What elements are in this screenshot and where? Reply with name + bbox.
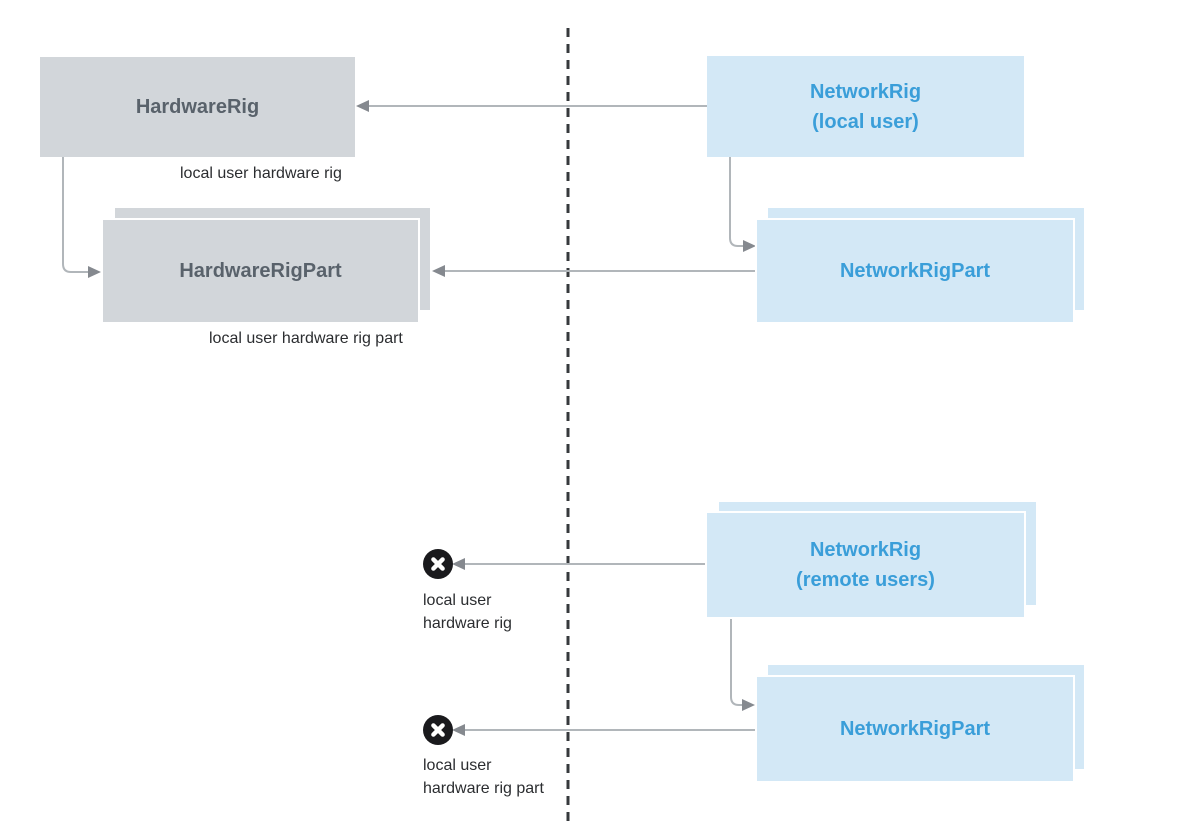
blocked-hardware-rig-label: local user hardware rig (423, 589, 512, 635)
hardware-rig-title: HardwareRig (135, 96, 260, 118)
connector-networkrig-to-networkrigpart (729, 157, 756, 252)
hardware-rig-caption: local user hardware rig (180, 165, 342, 182)
blocked-hardware-rig-part-label-line2: hardware rig part (423, 780, 544, 797)
network-rig-part-bottom-stack: NetworkRigPart (757, 665, 1085, 781)
arrowhead-right-icon (88, 266, 101, 278)
x-glyph-icon (431, 557, 445, 571)
network-rig-remote-title-line1: NetworkRig (809, 539, 922, 561)
arrowhead-left-icon (452, 558, 465, 570)
x-circle-icon (423, 715, 453, 745)
x-glyph-icon (431, 723, 445, 737)
hardware-rig-part-box: HardwareRigPart (103, 220, 418, 322)
blocked-hardware-rig-label-line1: local user (423, 592, 492, 609)
network-rig-remote-stack: NetworkRig (remote users) (707, 502, 1037, 617)
network-rig-part-bottom-title: NetworkRigPart (839, 718, 991, 740)
connector-networkrigpart-to-hardwarerigpart (432, 265, 757, 277)
connector-hardwarerig-to-hardwarerigpart (62, 157, 101, 278)
blocked-hardware-rig-part-label-line1: local user (423, 757, 492, 774)
x-circle-icon (423, 549, 453, 579)
connector-remote-networkrigpart-to-blocked (452, 724, 757, 736)
connector-remote-networkrig-to-networkrigpart (730, 617, 755, 711)
network-rig-remote-title-line2: (remote users) (796, 569, 935, 591)
network-rig-local-title: NetworkRig (local user) (810, 77, 921, 137)
connector-networkrig-to-hardwarerig (356, 100, 707, 112)
network-rig-remote-title: NetworkRig (remote users) (796, 535, 935, 595)
hardware-rig-part-stack: HardwareRigPart (103, 208, 432, 324)
network-rig-part-top-title: NetworkRigPart (839, 260, 991, 282)
arrowhead-left-icon (452, 724, 465, 736)
arrowhead-left-icon (432, 265, 445, 277)
hardware-rig-box: HardwareRig (40, 57, 355, 157)
network-rig-local-title-line1: NetworkRig (809, 80, 922, 103)
connector-remote-networkrig-to-blocked (452, 558, 707, 570)
arrowhead-right-icon (743, 240, 756, 252)
network-rig-part-top-stack: NetworkRigPart (757, 208, 1085, 324)
network-rig-remote-box: NetworkRig (remote users) (707, 513, 1024, 617)
network-rig-local-box: NetworkRig (local user) (707, 56, 1024, 157)
network-rig-part-top-box: NetworkRigPart (757, 220, 1073, 322)
network-rig-local-title-line2: (local user) (812, 110, 919, 133)
hardware-rig-part-title: HardwareRigPart (179, 260, 342, 282)
arrowhead-left-icon (356, 100, 369, 112)
hardware-rig-part-caption: local user hardware rig part (209, 330, 403, 347)
blocked-hardware-rig-part-label: local user hardware rig part (423, 754, 544, 800)
blocked-hardware-rig-label-line2: hardware rig (423, 615, 512, 632)
network-rig-part-bottom-box: NetworkRigPart (757, 677, 1073, 781)
arrowhead-right-icon (742, 699, 755, 711)
